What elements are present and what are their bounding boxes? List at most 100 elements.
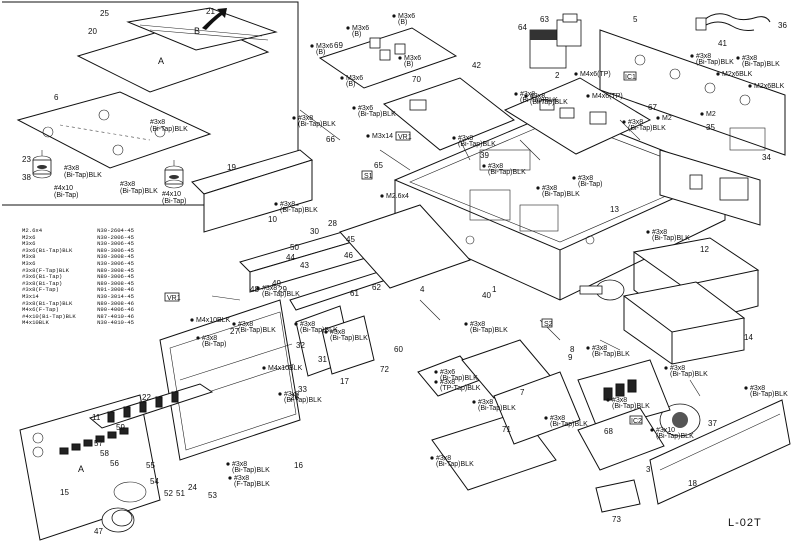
part-number-42: 42: [472, 61, 481, 70]
screw-spec: M2x6: [22, 233, 36, 241]
board-bottom-center: [493, 371, 581, 445]
screw-callout-spec: #3x8: [742, 55, 757, 62]
power-amp-board: [659, 149, 761, 226]
screw-callout-type: (Bi-Tap)BLK: [300, 327, 338, 334]
screw-spec: #3x6(Bi-Tap): [22, 273, 63, 281]
part-number-64: 64: [518, 23, 527, 32]
front-panel: [19, 394, 161, 541]
inset-screw-top: #3x8: [150, 119, 165, 126]
part-number-34: 34: [762, 153, 771, 162]
level-meter-37: [659, 403, 701, 437]
screw-callout: #3x8(Bi-Tap)BLK: [256, 285, 300, 298]
box-vr1-top: VR1: [398, 134, 412, 141]
page-code: L-02T: [728, 517, 762, 529]
part-number-36: 36: [778, 21, 787, 30]
part-number-13: 13: [610, 205, 619, 214]
front-panel-a: A: [78, 464, 84, 474]
part-number-32: 32: [296, 341, 305, 350]
part-number-10: 10: [268, 215, 277, 224]
side-panel-18: [649, 399, 791, 505]
screw-icon: [606, 398, 610, 402]
screw-icon: [366, 134, 370, 138]
screw-callout-type: (Bi-Tap)BLK: [262, 291, 300, 298]
screw-spec: M3x8: [22, 253, 36, 261]
screw-callout-spec: #3x8: [750, 385, 765, 392]
screw-callout-type: (B): [404, 61, 413, 68]
part-number-59: 59: [116, 423, 125, 432]
part-number-61: 61: [350, 289, 359, 298]
screw-callout: #3x8(Bi-Tap)BLK: [464, 321, 508, 334]
screw-callout-spec: M4x6(TP): [580, 71, 611, 78]
screw-callout-type: (F-Tap)BLK: [234, 481, 270, 488]
part-number-71: 71: [502, 425, 511, 434]
power-transformer: [529, 13, 582, 69]
screw-table-row: #3x6(Bi-Tap)N89-3006-45: [22, 274, 134, 281]
part-number-57: 57: [94, 439, 103, 448]
screw-icon: [430, 456, 434, 460]
screw-callout-type: (B): [398, 19, 407, 26]
screw-callout: M3x6(B): [346, 25, 369, 38]
part-number-51: 51: [176, 489, 185, 498]
screw-callout-type: (Bi-Tap)BLK: [542, 191, 580, 198]
part-number-19: 19: [227, 163, 236, 172]
screw-callout-spec: #3x8: [262, 285, 277, 292]
screw-callout-spec: M3x6: [404, 55, 421, 62]
screw-icon: [228, 476, 232, 480]
card-73: [595, 479, 641, 513]
tray-68: [577, 407, 665, 471]
screw-icon: [346, 26, 350, 30]
label-cover-a: A: [158, 56, 164, 66]
screw-icon: [586, 346, 590, 350]
screw-callout: #3x8(Bi-Tap)BLK: [482, 163, 526, 176]
screw-callout: #3x8(Bi-Tap)BLK: [232, 321, 276, 334]
screw-callout: #3x8(Bi-Tap)BLK: [664, 365, 708, 378]
screw-callout-spec: M4x10BLK: [196, 317, 231, 324]
box-s2: S2: [544, 321, 553, 328]
part-number-67: 67: [648, 103, 657, 112]
screw-part-number: N89-3008-46: [97, 299, 134, 307]
screw-callout: M4x10BLK: [190, 317, 231, 324]
label-cover-b: B: [194, 26, 200, 36]
part-number-62: 62: [372, 283, 381, 292]
screw-spec: #3x8(Bi-Tap)BLK: [22, 299, 73, 307]
screw-callout-spec: M2.6x4: [386, 193, 409, 200]
push-buttons: [59, 427, 129, 455]
screw-callout-type: (Bi-Tap)BLK: [520, 97, 558, 104]
screw-callout-spec: M2x6BLK: [754, 83, 785, 90]
part-number-40: 40: [482, 291, 491, 300]
part-number-43: 43: [300, 261, 309, 270]
screw-callout: #3x6(Bi-Tap)BLK: [352, 105, 396, 118]
part-number-18: 18: [688, 479, 697, 488]
screw-icon: [274, 202, 278, 206]
screw-callout-spec: M2: [706, 111, 716, 118]
screw-spec: M3x6: [22, 259, 36, 267]
screw-callout-type: (Bi-Tap)BLK: [280, 207, 318, 214]
screw-table-row: M4x6(F-Tap)N90-4006-46: [22, 307, 134, 314]
screw-callout-type: (Bi-Tap)BLK: [298, 121, 336, 128]
screw-callouts: M3x6(B)M3x6(B)M3x6(B)M3x6(B)M3x6(B)#3x8(…: [190, 13, 788, 488]
screw-spec: #3x6(Bi-Tap)BLK: [22, 246, 73, 254]
part-number-56: 56: [110, 459, 119, 468]
screw-icon: [586, 94, 590, 98]
screw-callout-type: (Bi-Tap)BLK: [358, 111, 396, 118]
part-number-66: 66: [326, 135, 335, 144]
inset-screw-mid: #3x8: [64, 165, 79, 172]
screw-callout-type: (Bi-Tap)BLK: [478, 405, 516, 412]
screw-icon: [340, 76, 344, 80]
screw-callout-type: (Bi-Tap)BLK: [652, 235, 690, 242]
screw-part-number: N30-2604-45: [97, 227, 134, 234]
screw-callout: M2.6x4: [380, 193, 409, 200]
screw-callout: #3x8(Bi-Tap)BLK: [324, 329, 368, 342]
screw-callout: #3x8(Bi-Tap)BLK: [274, 201, 318, 214]
screw-callout-spec: #3x8: [232, 461, 247, 468]
selector-tray: [577, 359, 671, 431]
screw-callout-spec: #3x8: [436, 455, 451, 462]
part-number-2: 2: [555, 71, 560, 80]
screw-callout-spec: #3x8: [578, 175, 593, 182]
svg-text:(Bi-Tap): (Bi-Tap): [54, 192, 79, 199]
screw-icon: [656, 116, 660, 120]
screw-callout: #3x8(Bi-Tap)BLK: [452, 135, 496, 148]
part-number-53: 53: [208, 491, 217, 500]
